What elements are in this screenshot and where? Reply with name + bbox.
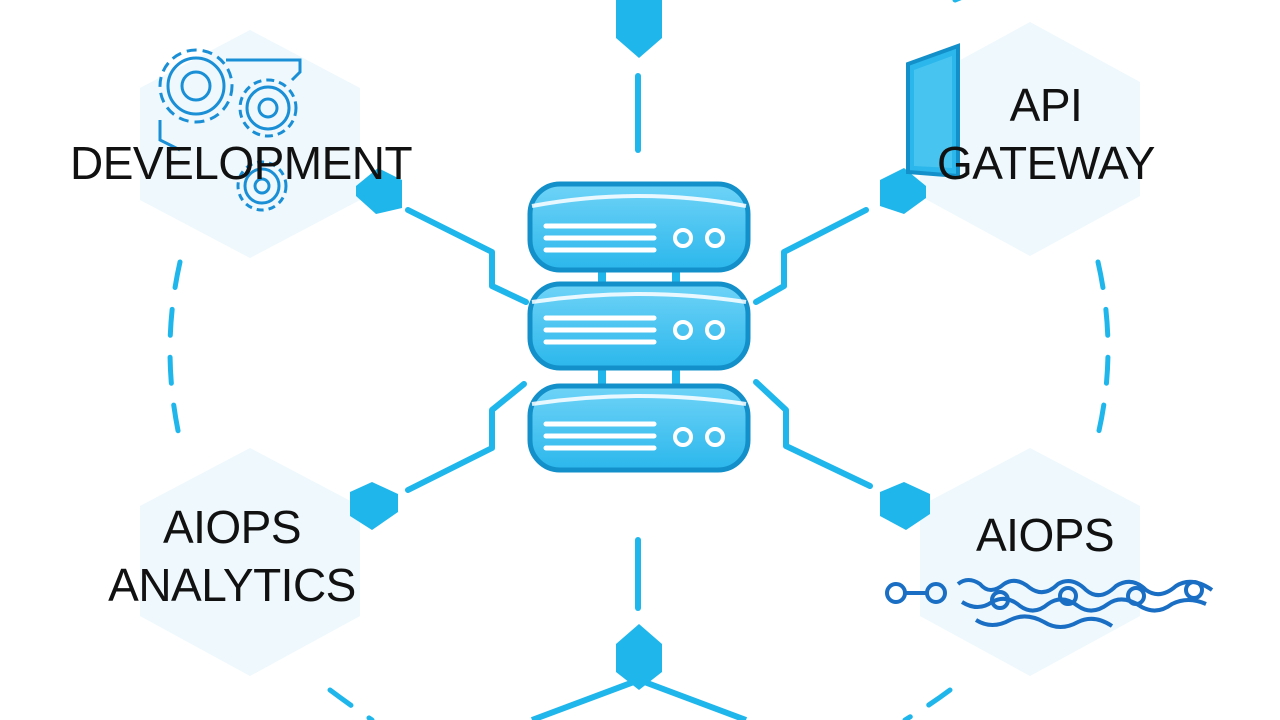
server-link-3: [598, 364, 606, 388]
hex-backgrounds: [140, 22, 1140, 676]
server-link-4: [672, 364, 680, 388]
arrowhead-top-right: [880, 168, 926, 214]
aiops-analytics-title-line1: AIOPS: [162, 501, 302, 553]
gears-icon: [158, 48, 302, 212]
node-aiops-analytics-label: AIOPS ANALYTICS: [100, 498, 364, 614]
gateway-panel-icon: [906, 43, 960, 179]
hex-bottom-left: [140, 448, 360, 676]
server-link-2: [672, 266, 680, 288]
hex-top-left: [140, 30, 360, 258]
pipeline-network-icon: [885, 578, 1214, 629]
dashed-arc-left: [167, 259, 183, 443]
diagonal-connectors: [405, 207, 873, 493]
connector-top-right: [753, 207, 869, 305]
node-aiops-label: AIOPS: [976, 506, 1115, 564]
connector-bottom-left: [405, 381, 527, 493]
gear-medium: [238, 78, 298, 138]
server-unit-bottom: [527, 383, 751, 473]
aiops-title: AIOPS: [976, 509, 1115, 561]
connector-arrowheads: [350, 0, 930, 690]
server-link-1: [598, 266, 606, 288]
arrowhead-bottom: [616, 624, 662, 690]
hex-top-right: [920, 22, 1140, 256]
arrowhead-bottom-left: [350, 482, 398, 530]
gear-large: [158, 48, 234, 124]
server-unit-middle: [527, 281, 751, 371]
arrowhead-top: [616, 0, 662, 58]
node-development-label: DEVELOPMENT: [70, 134, 413, 192]
arrowhead-top-left: [356, 168, 402, 214]
connector-bottom-right: [753, 379, 873, 489]
dashed-arc-right: [1095, 259, 1111, 438]
server-stack-icon: [527, 181, 751, 473]
dashed-arc-bottom-right: [902, 687, 953, 720]
api-gateway-title-line2: GATEWAY: [937, 137, 1156, 189]
server-unit-top: [527, 181, 751, 273]
dashed-ring: [167, 0, 1111, 720]
bottom-arch: [530, 676, 748, 720]
development-title: DEVELOPMENT: [70, 137, 413, 189]
api-gateway-title-line1: API: [1009, 79, 1083, 131]
gear-small: [236, 160, 288, 212]
dashed-arc-bottom-left: [327, 687, 375, 720]
aiops-analytics-title-line2: ANALYTICS: [108, 559, 356, 611]
arrowhead-bottom-right: [880, 482, 930, 530]
connector-top-left: [405, 207, 529, 305]
node-api-gateway-label: API GATEWAY: [928, 76, 1164, 192]
